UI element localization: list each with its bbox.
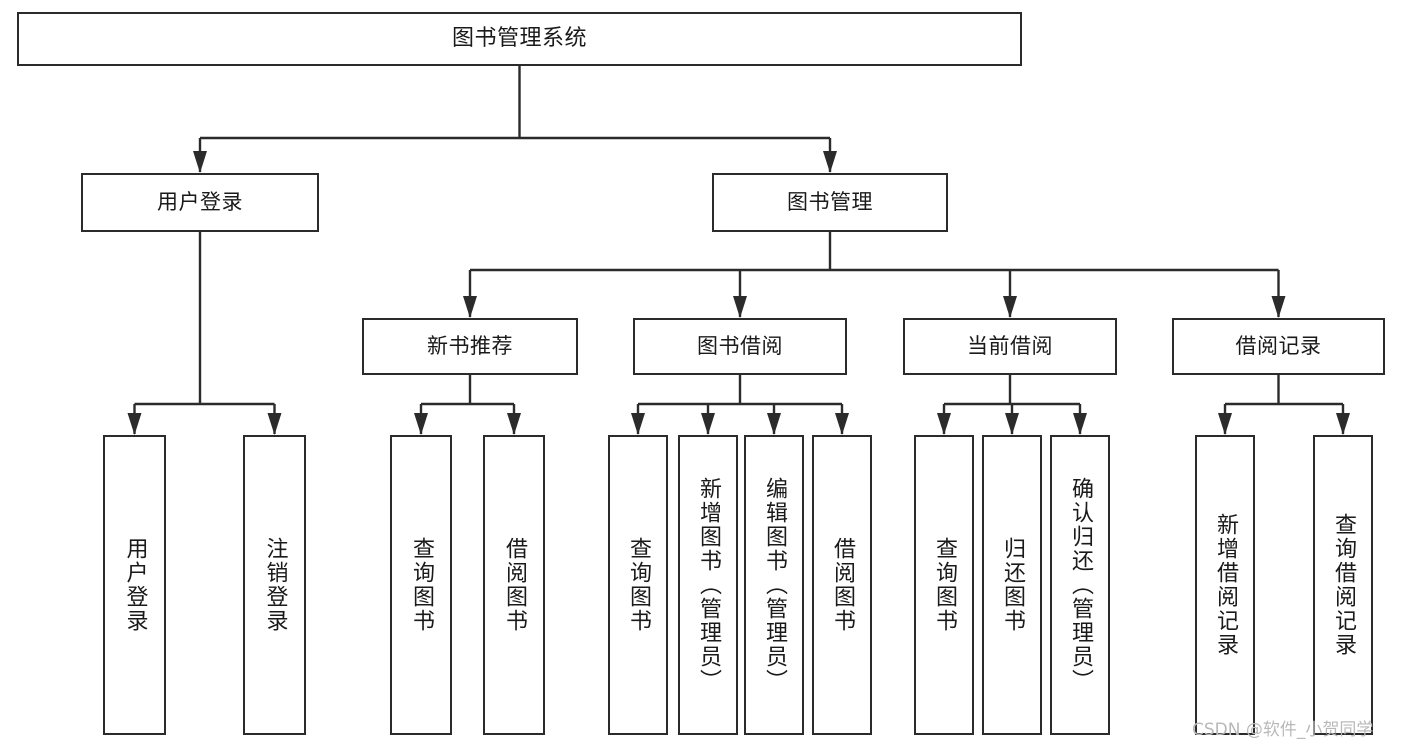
node-userlogin[interactable]: 用户登录	[103, 435, 166, 735]
node-login[interactable]: 用户登录	[81, 173, 319, 232]
arrowhead-bookmgmt	[823, 151, 837, 173]
arrowhead-login	[193, 151, 207, 173]
node-current[interactable]: 当前借阅	[903, 318, 1117, 375]
node-rc-query[interactable]: 查询借阅记录	[1313, 435, 1373, 735]
arrowhead-cu-query	[937, 413, 951, 435]
node-label-records: 借阅记录	[1235, 334, 1322, 359]
arrowhead-nb-borrow	[507, 413, 521, 435]
node-label-rc-query: 查询借阅记录	[1331, 513, 1356, 657]
arrowhead-borrow	[733, 296, 747, 318]
node-label-bk-borrow: 借阅图书	[830, 537, 855, 633]
node-label-nb-borrow: 借阅图书	[502, 537, 527, 633]
node-cu-return[interactable]: 归还图书	[982, 435, 1042, 735]
arrowhead-logout	[267, 413, 282, 435]
arrowhead-records	[1271, 296, 1286, 318]
node-label-root: 图书管理系统	[451, 26, 587, 52]
node-label-nb-query: 查询图书	[409, 537, 434, 633]
node-records[interactable]: 借阅记录	[1172, 318, 1385, 375]
node-newbook[interactable]: 新书推荐	[362, 318, 578, 375]
node-label-logout: 注销登录	[262, 537, 288, 633]
arrowhead-newbook	[463, 296, 477, 318]
node-cu-confirm[interactable]: 确认归还（管理员）	[1050, 435, 1110, 735]
node-label-newbook: 新书推荐	[427, 334, 513, 359]
node-bk-borrow[interactable]: 借阅图书	[812, 435, 872, 735]
node-borrow[interactable]: 图书借阅	[633, 318, 847, 375]
node-logout[interactable]: 注销登录	[243, 435, 306, 735]
node-label-bk-add: 新增图书（管理员）	[696, 477, 721, 693]
node-label-cu-query: 查询图书	[932, 537, 957, 633]
node-label-cu-confirm: 确认归还（管理员）	[1068, 477, 1093, 693]
node-bookmgmt[interactable]: 图书管理	[712, 173, 948, 232]
node-bk-add[interactable]: 新增图书（管理员）	[678, 435, 738, 735]
node-cu-query[interactable]: 查询图书	[914, 435, 974, 735]
node-label-userlogin: 用户登录	[122, 537, 148, 633]
node-rc-add[interactable]: 新增借阅记录	[1195, 435, 1255, 735]
arrowhead-bk-query	[631, 413, 645, 435]
node-nb-borrow[interactable]: 借阅图书	[483, 435, 545, 735]
arrowhead-bk-borrow	[835, 413, 849, 435]
node-bk-edit[interactable]: 编辑图书（管理员）	[744, 435, 804, 735]
node-label-borrow: 图书借阅	[697, 334, 783, 359]
arrowhead-cu-return	[1005, 413, 1019, 435]
node-label-rc-add: 新增借阅记录	[1213, 513, 1238, 657]
arrowhead-bk-add	[701, 413, 715, 435]
arrowhead-cu-confirm	[1073, 413, 1087, 435]
arrowhead-nb-query	[414, 413, 428, 435]
arrowhead-userlogin	[127, 413, 142, 435]
node-nb-query[interactable]: 查询图书	[390, 435, 452, 735]
arrowhead-bk-edit	[767, 413, 781, 435]
arrowhead-current	[1003, 296, 1017, 318]
node-bk-query[interactable]: 查询图书	[608, 435, 668, 735]
node-root[interactable]: 图书管理系统	[17, 12, 1022, 66]
node-label-current: 当前借阅	[967, 334, 1053, 359]
arrowhead-rc-add	[1218, 413, 1232, 435]
node-label-bk-edit: 编辑图书（管理员）	[762, 477, 787, 693]
node-label-bk-query: 查询图书	[626, 537, 651, 633]
node-label-login: 用户登录	[157, 190, 243, 215]
node-label-bookmgmt: 图书管理	[787, 190, 873, 215]
node-label-cu-return: 归还图书	[1000, 537, 1025, 633]
arrowhead-rc-query	[1336, 413, 1350, 435]
